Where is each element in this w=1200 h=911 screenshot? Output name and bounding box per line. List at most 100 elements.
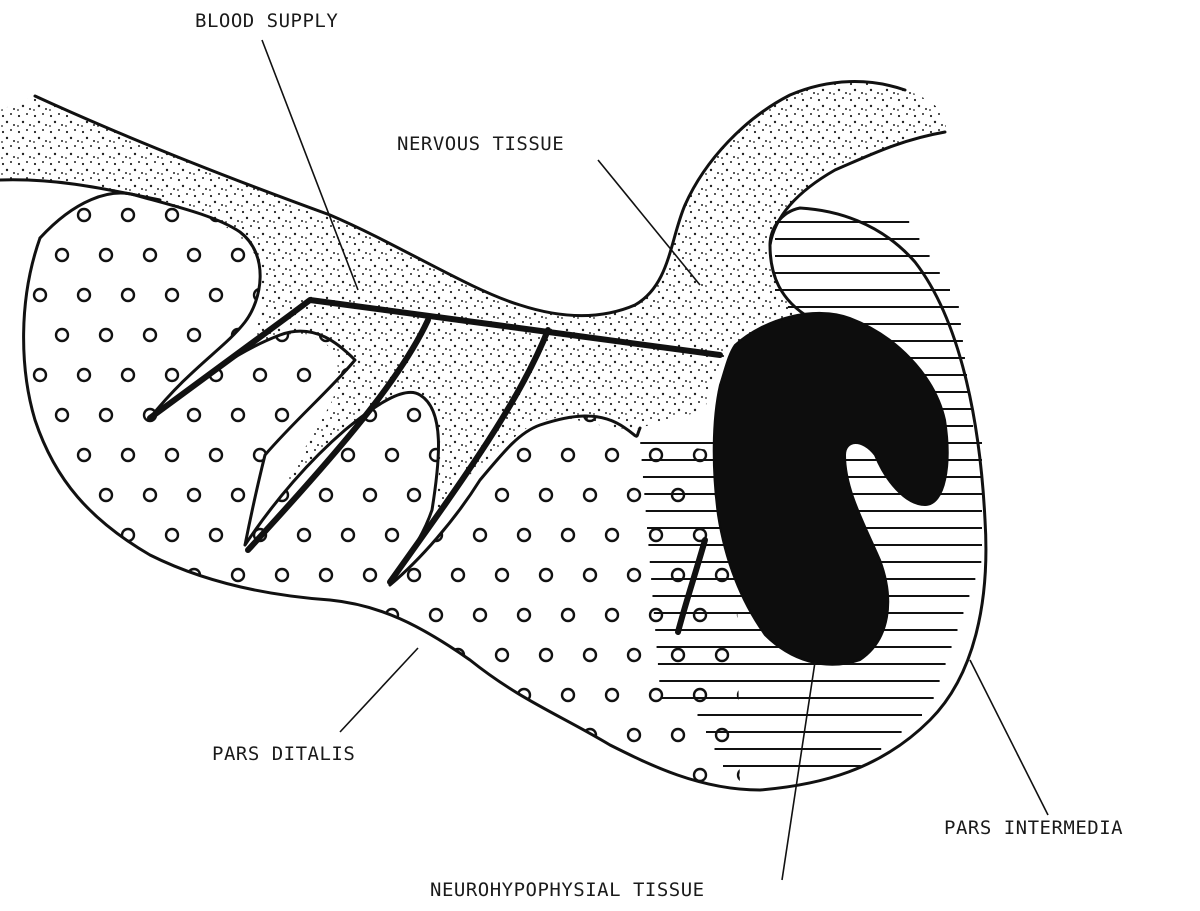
pars-distalis-cell xyxy=(144,569,156,581)
pars-distalis-cell xyxy=(144,649,156,661)
pars-distalis-cell xyxy=(364,489,376,501)
pars-distalis-cell xyxy=(166,449,178,461)
pars-distalis-cell xyxy=(650,689,662,701)
pars-distalis-cell xyxy=(188,489,200,501)
pars-distalis-cell xyxy=(628,489,640,501)
pars-distalis-cell xyxy=(122,689,134,701)
neurohypophysial-tissue-leader xyxy=(782,662,815,880)
pars-distalis-cell xyxy=(342,449,354,461)
pars-distalis-cell xyxy=(562,289,574,301)
pars-distalis-cell xyxy=(320,569,332,581)
neurohypophysial-tissue-region xyxy=(714,313,948,665)
pars-distalis-cell xyxy=(56,489,68,501)
pars-distalis-cell xyxy=(122,369,134,381)
pars-distalis-cell xyxy=(166,529,178,541)
pars-distalis-cell xyxy=(562,209,574,221)
pars-distalis-cell xyxy=(100,489,112,501)
pars-distalis-cell xyxy=(254,369,266,381)
pars-distalis-cell xyxy=(474,209,486,221)
pars-distalis-cell xyxy=(628,649,640,661)
pars-distalis-cell xyxy=(518,609,530,621)
pars-distalis-cell xyxy=(56,729,68,741)
pars-distalis-cell xyxy=(166,289,178,301)
pars-distalis-cell xyxy=(738,609,750,621)
pars-distalis-cell xyxy=(56,649,68,661)
pars-distalis-cell xyxy=(628,729,640,741)
pars-distalis-cell xyxy=(78,369,90,381)
pars-distalis-cell xyxy=(188,249,200,261)
pars-distalis-cell xyxy=(188,729,200,741)
pars-distalis-cell xyxy=(144,249,156,261)
pars-distalis-cell xyxy=(122,289,134,301)
pars-distalis-cell xyxy=(276,649,288,661)
pars-distalis-cell xyxy=(144,329,156,341)
pars-distalis-cell xyxy=(122,609,134,621)
pars-distalis-cell xyxy=(584,249,596,261)
pars-distalis-cell xyxy=(452,729,464,741)
pars-distalis-cell xyxy=(738,769,750,781)
pars-distalis-leader xyxy=(340,648,418,732)
pars-distalis-cell xyxy=(562,449,574,461)
pars-distalis-cell xyxy=(166,769,178,781)
pars-distalis-cell xyxy=(694,689,706,701)
pars-distalis-cell xyxy=(100,729,112,741)
pars-distalis-cell xyxy=(562,609,574,621)
pars-distalis-cell xyxy=(672,649,684,661)
pars-distalis-cell xyxy=(34,449,46,461)
pars-distalis-cell xyxy=(584,489,596,501)
pars-distalis-cell xyxy=(694,769,706,781)
pars-distalis-cell xyxy=(78,769,90,781)
pars-distalis-cell xyxy=(606,449,618,461)
pars-distalis-cell xyxy=(342,529,354,541)
pars-distalis-cell xyxy=(56,569,68,581)
pars-distalis-cell xyxy=(628,569,640,581)
pars-distalis-cell xyxy=(100,249,112,261)
pars-distalis-cell xyxy=(672,729,684,741)
pars-distalis-cell xyxy=(474,529,486,541)
pars-distalis-cell xyxy=(540,729,552,741)
pars-distalis-cell xyxy=(188,329,200,341)
pars-distalis-cell xyxy=(584,649,596,661)
pars-intermedia-label: PARS INTERMEDIA xyxy=(944,817,1123,839)
pars-distalis-cell xyxy=(408,489,420,501)
pars-distalis-cell xyxy=(606,209,618,221)
pars-distalis-cell xyxy=(100,649,112,661)
pars-distalis-cell xyxy=(166,689,178,701)
pars-distalis-cell xyxy=(34,769,46,781)
pars-distalis-cell xyxy=(78,609,90,621)
pars-distalis-cell xyxy=(606,609,618,621)
pars-distalis-cell xyxy=(430,609,442,621)
pars-distalis-cell xyxy=(518,289,530,301)
pars-distalis-cell xyxy=(518,449,530,461)
pars-distalis-cell xyxy=(298,529,310,541)
pars-distalis-cell xyxy=(34,689,46,701)
pars-distalis-cell xyxy=(56,249,68,261)
pars-distalis-cell xyxy=(122,449,134,461)
pars-distalis-cell xyxy=(386,689,398,701)
pars-distalis-cell xyxy=(232,649,244,661)
pars-distalis-cell xyxy=(166,209,178,221)
pars-distalis-cell xyxy=(34,289,46,301)
pars-distalis-cell xyxy=(430,769,442,781)
pars-distalis-cell xyxy=(606,769,618,781)
pars-distalis-cell xyxy=(144,729,156,741)
pars-distalis-cell xyxy=(650,209,662,221)
pars-distalis-cell xyxy=(716,729,728,741)
pars-distalis-cell xyxy=(430,209,442,221)
pars-distalis-cell xyxy=(606,689,618,701)
pars-distalis-cell xyxy=(452,569,464,581)
pars-distalis-cell xyxy=(650,529,662,541)
pars-distalis-cell xyxy=(210,769,222,781)
pars-distalis-cell xyxy=(430,689,442,701)
pars-distalis-cell xyxy=(100,569,112,581)
pars-distalis-cell xyxy=(298,369,310,381)
pars-distalis-cell xyxy=(254,769,266,781)
pars-distalis-cell xyxy=(232,569,244,581)
pars-distalis-cell xyxy=(232,409,244,421)
pars-intermedia-leader xyxy=(970,660,1048,815)
pars-distalis-cell xyxy=(386,209,398,221)
pars-distalis-cell xyxy=(78,449,90,461)
pars-distalis-cell xyxy=(320,649,332,661)
pars-distalis-cell xyxy=(188,409,200,421)
pars-distalis-cell xyxy=(276,569,288,581)
